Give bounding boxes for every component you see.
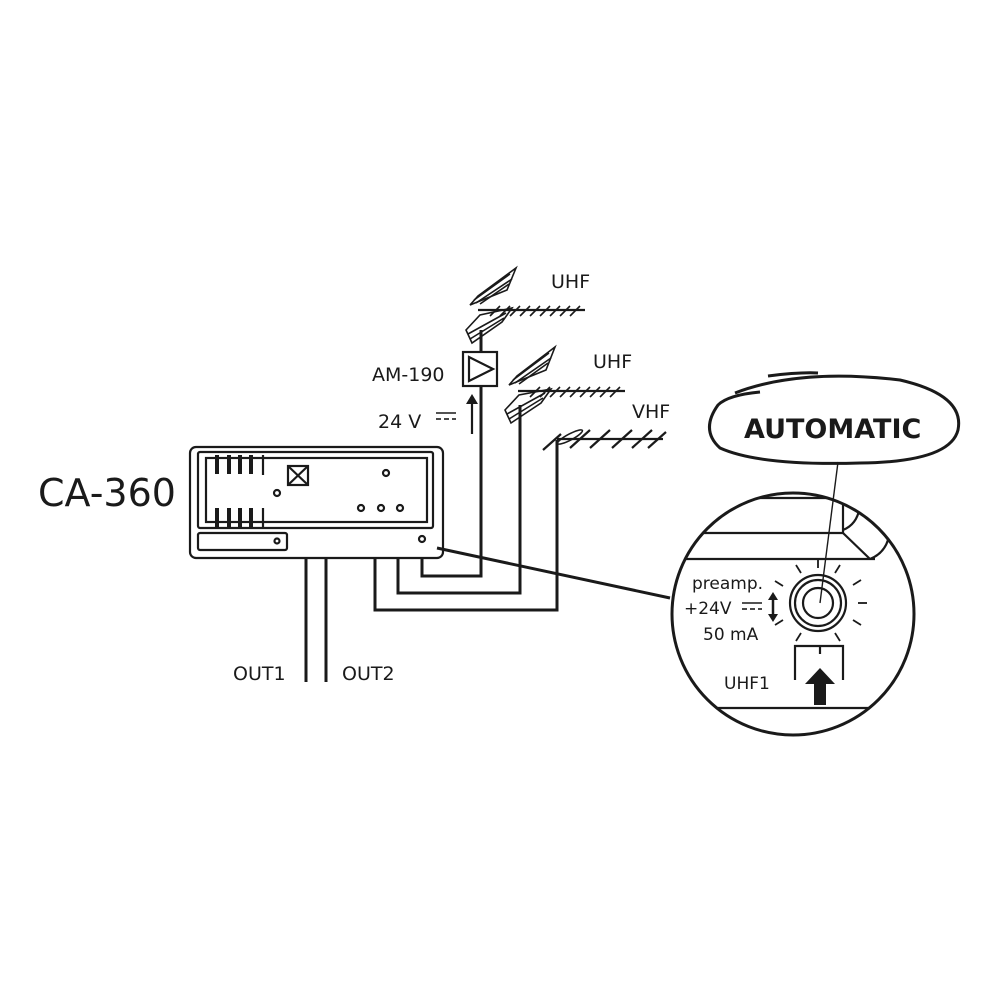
vhf-cable [373, 440, 559, 612]
preamp-voltage-label: +24V [684, 599, 732, 619]
device-model-label: CA-360 [38, 471, 176, 515]
dc-symbol-icon [742, 602, 762, 610]
out1-label: OUT1 [233, 663, 286, 685]
arrow-up-icon [805, 668, 835, 705]
up-down-arrow-icon [768, 592, 778, 622]
knob-tick-marks [774, 560, 867, 642]
preamp-current-label: 50 mA [703, 625, 759, 645]
ca-360-device [188, 445, 445, 560]
automatic-mode-label: AUTOMATIC [744, 414, 921, 445]
leader-line [436, 546, 671, 600]
uhf1-input-label: UHF1 [724, 674, 770, 694]
crossed-box-icon [286, 464, 310, 487]
detail-magnifier: preamp. +24V 50 mA UHF1 [670, 491, 916, 737]
supply-voltage-label: 24 V [378, 411, 421, 433]
vhf-antenna [542, 429, 667, 451]
arrow-up-icon [466, 394, 478, 434]
preamp-label: preamp. [692, 574, 763, 594]
out2-label: OUT2 [342, 663, 395, 685]
vhf-antenna-label: VHF [632, 401, 670, 423]
uhf2-cable [396, 405, 522, 595]
knob-icon [788, 573, 848, 633]
amplifier-model-label: AM-190 [372, 364, 445, 386]
uhf1-cable [420, 386, 483, 578]
automatic-callout: AUTOMATIC [708, 371, 961, 604]
amplifier-am-190 [461, 350, 499, 388]
uhf-antenna-1 [465, 265, 585, 345]
dc-symbol-icon [436, 412, 456, 420]
uhf-antenna-1-label: UHF [551, 271, 590, 293]
uhf-antenna-2 [504, 344, 625, 425]
uhf-antenna-2-label: UHF [593, 351, 632, 373]
uhf1-input-button [793, 644, 845, 705]
heatsink-fins [215, 455, 253, 528]
